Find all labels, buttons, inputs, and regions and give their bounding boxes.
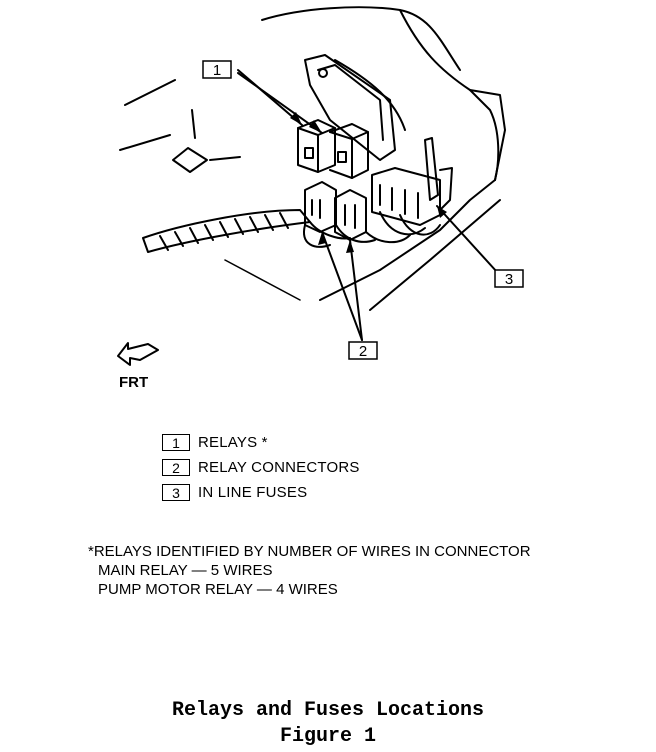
figure-caption: Relays and Fuses Locations Figure 1 [0,698,656,750]
callout-2: 2 [348,341,378,360]
front-arrow-icon [117,342,159,366]
wiring-harness [142,209,441,253]
legend-text: RELAYS * [198,434,268,451]
leader-lines [237,69,498,341]
legend-item: 3 IN LINE FUSES [162,480,360,505]
footnote-line: *RELAYS IDENTIFIED BY NUMBER OF WIRES IN… [88,543,531,560]
legend-text: RELAY CONNECTORS [198,459,360,476]
legend-number: 1 [162,434,190,451]
footnote-line: PUMP MOTOR RELAY — 4 WIRES [98,581,338,598]
legend-item: 2 RELAY CONNECTORS [162,455,360,480]
legend: 1 RELAYS * 2 RELAY CONNECTORS 3 IN LINE … [162,430,360,505]
front-label: FRT [119,374,148,391]
leader-arrowheads [290,112,447,253]
callout-1: 1 [202,60,232,79]
legend-number: 2 [162,459,190,476]
relay-location-diagram: 1 2 3 FRT [117,6,524,391]
caption-title: Relays and Fuses Locations [171,699,485,722]
legend-text: IN LINE FUSES [198,484,308,501]
caption-figure-number: Figure 1 [279,725,376,748]
callout-3-label: 3 [505,271,513,288]
relay-bracket [304,54,396,161]
callout-2-label: 2 [359,343,367,360]
relay-block [297,119,369,179]
body-panel-outline [119,6,506,311]
legend-number: 3 [162,484,190,501]
mounting-pad [172,147,208,173]
legend-item: 1 RELAYS * [162,430,360,455]
callout-3: 3 [494,269,524,288]
footnote-line: MAIN RELAY — 5 WIRES [98,562,273,579]
callout-1-label: 1 [213,62,221,79]
relay-connectors [304,181,367,241]
relay-footnote: *RELAYS IDENTIFIED BY NUMBER OF WIRES IN… [88,542,531,599]
